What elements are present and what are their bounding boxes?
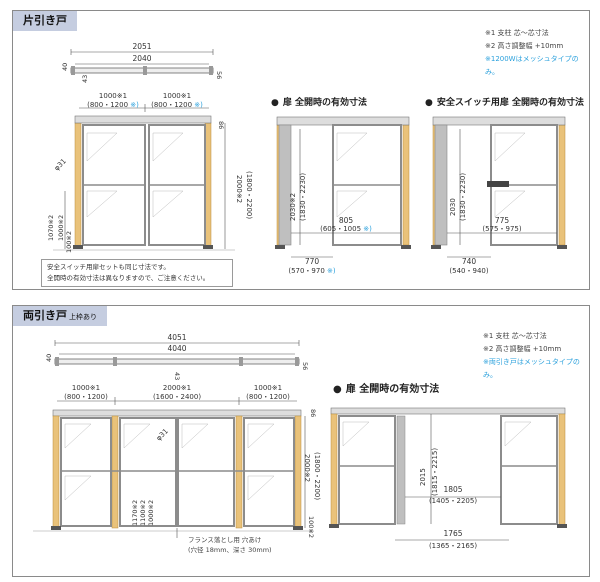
dim-rail: 86 [309, 409, 317, 417]
single-door-drawing: 2051 2040 40 43 56 1000※1 (800・1200 ※) 1… [47, 42, 567, 275]
top-frame [52, 409, 302, 417]
caption-double-open: 扉 全開時の有効寸法 [333, 380, 439, 395]
dim-left-bay: 1000※1 [99, 92, 127, 100]
dim-bay-right-range: (800・1200) [246, 393, 290, 401]
dim-1070: 1070※2 [47, 215, 55, 241]
post-left [74, 122, 82, 248]
dim-open-inner-range: (1405・2205) [429, 497, 477, 505]
front-elevation: 1000※1 (800・1200 ※) 1000※1 (800・1200 ※) … [47, 92, 253, 253]
dim-switch-inner-range: (575・975) [482, 225, 521, 233]
dim-open-outer: 1765 [443, 529, 462, 538]
dim-1100: 1100※2 [139, 500, 147, 526]
dim-top-left-h: 40 [61, 63, 69, 71]
dim-switch-height-range: (1830・2230) [459, 173, 467, 221]
info-line: 安全スイッチ用扉セットも同じ寸法です。 [47, 263, 170, 271]
section-tab-single: 片引き戸 [13, 11, 77, 31]
safety-switch [487, 181, 509, 187]
dim-height-range: (1800・2200) [245, 171, 253, 219]
caption-switch-open: 安全スイッチ用扉 全開時の有効寸法 [425, 95, 584, 108]
section-title: 片引き戸 [23, 14, 67, 27]
dim-top-right-h: 56 [215, 71, 223, 79]
note-line: ※両引き戸はメッシュタイプのみ。 [483, 358, 580, 379]
section-tab-double: 両引き戸上枠あり [13, 306, 107, 326]
dim-open-inner-range: (605・1005 ※) [320, 225, 372, 233]
caption-open: 扉 全開時の有効寸法 [271, 95, 367, 108]
plan-post [143, 66, 147, 75]
plan-view: 2051 2040 40 43 56 [61, 42, 223, 83]
section-title: 両引き戸 [23, 309, 67, 322]
dim-post-dia: φ31 [53, 157, 68, 172]
notes-single: ※1 支柱 芯〜芯寸法 ※2 高さ調整幅 +10mm ※1200Wはメッシュタイ… [485, 27, 589, 79]
dim-right-bay-range: (800・1200 ※) [151, 101, 203, 109]
plan-rail [70, 67, 214, 74]
note-line: ※2 高さ調整幅 +10mm [483, 345, 562, 353]
info-box: 安全スイッチ用扉セットも同じ寸法です。 全開時の有効寸法は異なりますので、ご注意… [41, 259, 233, 287]
dim-bay-mid: 2000※1 [163, 384, 191, 392]
dim-open-height: 2015 [419, 468, 427, 486]
dim-top-left-h: 40 [45, 354, 53, 362]
top-rail [74, 115, 212, 124]
note-line: ※2 高さ調整幅 +10mm [485, 42, 564, 50]
dim-bay-right: 1000※1 [254, 384, 282, 392]
dim-open-height-range: (1830・2230) [299, 173, 307, 221]
dim-top-inner: 4040 [167, 344, 186, 353]
note-line: ※1200Wはメッシュタイプのみ。 [485, 55, 579, 76]
dim-top-overall: 2051 [132, 42, 151, 51]
dim-top-left-small: 43 [81, 75, 89, 83]
dim-top-small: 43 [173, 372, 181, 380]
dim-switch-height: 2030 [449, 198, 457, 216]
dim-bay-mid-range: (1600・2400) [153, 393, 201, 401]
flange-note: フランス落とし用 穴あけ (穴径 18mm、深さ 30mm) [188, 535, 272, 555]
section-subtitle: 上枠あり [69, 313, 97, 321]
dim-switch-inner: 775 [495, 216, 510, 225]
open-elevation: 2030※2 (1830・2230) 805 (605・1005 ※) 770 … [275, 116, 411, 275]
plan-post [209, 66, 213, 75]
dim-open-height-range: (1815・2215) [431, 448, 439, 496]
dim-open-inner: 805 [339, 216, 354, 225]
dim-right-bay: 1000※1 [163, 92, 191, 100]
plan-post [71, 66, 75, 75]
single-sliding-door-panel: 片引き戸 ※1 支柱 芯〜芯寸法 ※2 高さ調整幅 +10mm ※1200Wはメ… [12, 10, 590, 290]
dim-height-range: (1800・2200) [313, 452, 321, 500]
dim-rail: 86 [217, 121, 225, 129]
switch-open-elevation: 2030 (1830・2230) 775 (575・975) 740 (540・… [431, 116, 567, 275]
info-line: 全開時の有効寸法は異なりますので、ご注意ください。 [47, 274, 210, 282]
double-door-drawing: 4051 4040 40 43 56 1000※1 (800・1200) 200… [33, 333, 567, 550]
double-open-elevation: 2015 (1815・2215) 1805 (1405・2205) 1765 (… [329, 407, 567, 550]
dim-open-height: 2030※2 [289, 193, 297, 221]
dim-switch-outer-range: (540・940) [449, 267, 488, 275]
dim-post-dia: φ31 [155, 427, 170, 442]
dim-1000: 1000※2 [57, 215, 65, 241]
dim-height: 2000※2 [303, 454, 311, 482]
double-front-elevation: 1000※1 (800・1200) 2000※1 (1600・2400) 100… [33, 384, 321, 538]
dim-1000: 1000※2 [147, 500, 155, 526]
double-plan-view: 4051 4040 40 43 56 [45, 333, 309, 380]
dim-open-outer-range: (1365・2165) [429, 542, 477, 550]
dim-100: 100※2 [307, 516, 315, 538]
dim-open-inner: 1805 [443, 485, 462, 494]
flange-line: (穴径 18mm、深さ 30mm) [188, 546, 272, 554]
dim-bay-left-range: (800・1200) [64, 393, 108, 401]
dim-height: 2000※2 [235, 175, 243, 203]
dim-open-outer: 770 [305, 257, 320, 266]
double-sliding-door-panel: 両引き戸上枠あり ※1 支柱 芯〜芯寸法 ※2 高さ調整幅 +10mm ※両引き… [12, 305, 590, 577]
notes-double: ※1 支柱 芯〜芯寸法 ※2 高さ調整幅 +10mm ※両引き戸はメッシュタイプ… [483, 330, 589, 382]
dim-top-inner: 2040 [132, 54, 151, 63]
flange-line: フランス落とし用 穴あけ [188, 536, 262, 544]
note-line: ※1 支柱 芯〜芯寸法 [483, 332, 547, 340]
dim-top-overall: 4051 [167, 333, 186, 342]
note-line: ※1 支柱 芯〜芯寸法 [485, 29, 549, 37]
dim-open-outer-range: (570・970 ※) [288, 267, 336, 275]
dim-top-right-h: 56 [301, 362, 309, 370]
dim-switch-outer: 740 [462, 257, 477, 266]
dim-left-bay-range: (800・1200 ※) [87, 101, 139, 109]
dim-100: 100※2 [65, 231, 73, 253]
dim-1170: 1170※2 [131, 500, 139, 526]
dim-bay-left: 1000※1 [72, 384, 100, 392]
plan-rail [54, 358, 300, 365]
